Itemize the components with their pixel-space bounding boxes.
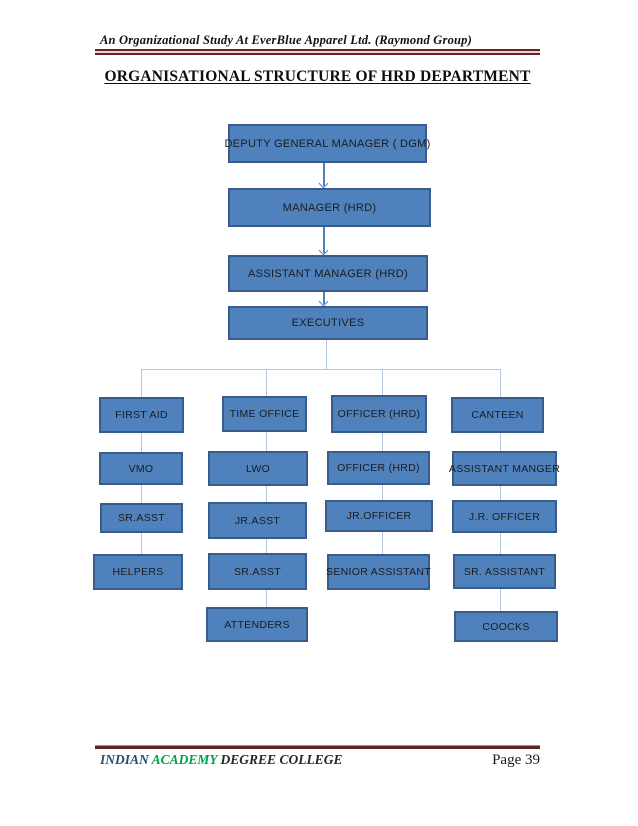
college-name-academy: ACADEMY	[151, 752, 218, 767]
org-box-sr-assistant-canteen: SR. ASSISTANT	[453, 554, 556, 589]
header-title: An Organizational Study At EverBlue Appa…	[100, 33, 472, 47]
column-drop-canteen	[500, 369, 501, 611]
org-box-helpers: HELPERS	[93, 554, 183, 590]
footer-rule	[95, 745, 540, 749]
org-box-jr-officer: JR.OFFICER	[325, 500, 433, 532]
org-box-deputy-general-manager: DEPUTY GENERAL MANAGER ( DGM)	[224, 124, 430, 163]
org-box-executives: EXECUTIVES	[228, 306, 428, 340]
header-rule	[95, 49, 540, 55]
org-box-jr-officer-canteen: J.R. OFFICER	[452, 500, 557, 533]
college-name-indian: INDIAN	[100, 752, 149, 767]
arrow-connector-dgm-manager	[319, 163, 328, 188]
org-box-time-office: TIME OFFICE	[222, 396, 307, 432]
org-box-canteen: CANTEEN	[451, 397, 544, 433]
org-box-manager-hrd: MANAGER (HRD)	[228, 188, 431, 227]
arrow-connector-manager-assistant	[319, 227, 328, 255]
college-name-degree-college: DEGREE COLLEGE	[220, 752, 343, 767]
org-box-assistant-manager-hrd: ASSISTANT MANAGER (HRD)	[228, 255, 428, 292]
org-box-senior-assistant: SENIOR ASSISTANT	[326, 554, 431, 590]
org-box-jr-asst: JR.ASST	[208, 502, 307, 539]
arrow-connector-assistant-executives	[319, 292, 328, 306]
column-drop-time-office	[266, 369, 267, 607]
page-title: ORGANISATIONAL STRUCTURE OF HRD DEPARTME…	[104, 68, 531, 85]
branch-stub	[326, 340, 327, 369]
page-number: Page 39	[492, 752, 540, 768]
org-box-first-aid: FIRST AID	[99, 397, 184, 433]
org-box-vmo: VMO	[99, 452, 183, 485]
branch-rail	[141, 369, 500, 370]
org-box-sr-asst-first-aid: SR.ASST	[100, 503, 183, 533]
org-box-officer-hrd-2: OFFICER (HRD)	[327, 451, 430, 485]
org-box-lwo: LWO	[208, 451, 308, 486]
org-box-assistant-manger: ASSISTANT MANGER	[449, 451, 560, 486]
college-name: INDIAN ACADEMY DEGREE COLLEGE	[100, 752, 540, 768]
org-box-officer-hrd-1: OFFICER (HRD)	[331, 395, 427, 433]
org-box-sr-asst-time-office: SR.ASST	[208, 553, 307, 590]
org-box-coocks: COOCKS	[454, 611, 558, 642]
org-box-attenders: ATTENDERS	[206, 607, 308, 642]
